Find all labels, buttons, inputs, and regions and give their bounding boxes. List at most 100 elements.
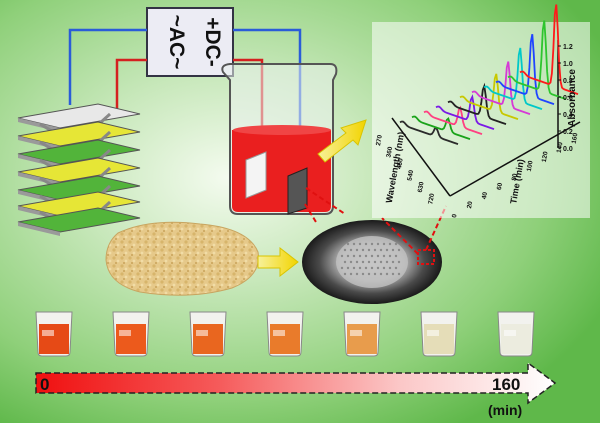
x-tick-label: 360 bbox=[386, 146, 395, 158]
pore-dot bbox=[352, 254, 356, 258]
spectrum-line bbox=[519, 4, 579, 95]
pore-dot bbox=[349, 272, 353, 276]
pore-dot bbox=[343, 260, 347, 264]
beaker-solution bbox=[270, 324, 300, 354]
pore-dot bbox=[373, 248, 377, 252]
beaker-solution bbox=[424, 324, 454, 354]
spectrum-line bbox=[483, 47, 543, 110]
beaker-solution bbox=[193, 324, 223, 354]
pore-dot bbox=[352, 266, 356, 270]
pore-dot bbox=[367, 248, 371, 252]
pore-dot bbox=[373, 272, 377, 276]
pore-dot bbox=[343, 248, 347, 252]
stack-layer-edge bbox=[18, 222, 60, 236]
pore-dot bbox=[388, 266, 392, 270]
timeline-start: 0 bbox=[40, 375, 49, 394]
power-supply: +DC- ~AC~ bbox=[146, 7, 234, 77]
anode-plate bbox=[245, 151, 267, 199]
pore-dot bbox=[355, 248, 359, 252]
layer-stack bbox=[17, 103, 141, 236]
pore-dot bbox=[379, 248, 383, 252]
time-beaker bbox=[497, 311, 535, 357]
y-tick-label: 1.0 bbox=[563, 61, 573, 68]
time-beaker bbox=[343, 311, 381, 357]
pore-dot bbox=[358, 254, 362, 258]
pore-dot bbox=[346, 266, 350, 270]
x-tick-label: 450 bbox=[396, 157, 405, 169]
pore-dot bbox=[385, 272, 389, 276]
z-tick-label: 0 bbox=[451, 213, 459, 218]
z-tick-label: 60 bbox=[496, 182, 504, 191]
pore-dot bbox=[352, 242, 356, 246]
beaker-row bbox=[35, 311, 535, 357]
arrow-to-carbon bbox=[257, 246, 299, 278]
pore-dot bbox=[361, 260, 365, 264]
spectrum-line bbox=[507, 20, 567, 100]
pore-dot bbox=[340, 254, 344, 258]
pore-dot bbox=[340, 266, 344, 270]
beaker-solution bbox=[116, 324, 146, 354]
spectrum-line bbox=[447, 82, 507, 125]
z-tick-label: 160 bbox=[571, 132, 580, 144]
pore-dot bbox=[346, 242, 350, 246]
pore-dot bbox=[397, 260, 401, 264]
timeline-end: 160 bbox=[492, 375, 520, 394]
pore-dot bbox=[388, 254, 392, 258]
z-tick-label: 40 bbox=[481, 191, 489, 200]
wire-ac-red bbox=[115, 58, 147, 112]
absorbance-chart: 0.00.20.40.60.81.01.22703604505406307200… bbox=[372, 4, 590, 218]
z-tick-label: 20 bbox=[466, 200, 474, 209]
z-tick-label: 100 bbox=[526, 160, 535, 172]
spectrum-line bbox=[459, 73, 519, 120]
pore-dot bbox=[349, 260, 353, 264]
spectrum-line bbox=[471, 61, 531, 115]
x-tick-label: 630 bbox=[417, 181, 426, 193]
spectrum-line bbox=[435, 94, 495, 130]
chart-ticks: 0.00.20.40.60.81.01.22703604505406307200… bbox=[375, 44, 579, 218]
y-axis-label: Absorbance bbox=[567, 69, 578, 127]
pore-dot bbox=[370, 266, 374, 270]
time-beaker bbox=[112, 311, 150, 357]
spectrum-line bbox=[495, 34, 555, 105]
chart-axes bbox=[391, 40, 581, 197]
y-tick-label: 0.4 bbox=[563, 112, 573, 119]
y-tick-label: 0.6 bbox=[563, 95, 573, 102]
ac-label: ~AC~ bbox=[165, 15, 188, 70]
pore-dot bbox=[349, 248, 353, 252]
x-tick-label: 270 bbox=[375, 134, 384, 146]
pore-dot bbox=[373, 260, 377, 264]
time-beaker bbox=[266, 311, 304, 357]
stack-layer bbox=[17, 103, 141, 129]
pore-dot bbox=[379, 272, 383, 276]
wavelength-axis bbox=[391, 117, 451, 197]
pore-dot bbox=[343, 272, 347, 276]
z-tick-label: 140 bbox=[556, 141, 565, 153]
pore-dot bbox=[376, 254, 380, 258]
sawdust-precursor bbox=[105, 221, 259, 296]
pore-dot bbox=[361, 272, 365, 276]
pore-dot bbox=[355, 272, 359, 276]
time-beaker bbox=[189, 311, 227, 357]
dc-label: +DC- bbox=[201, 17, 224, 67]
arrow-to-spectra bbox=[317, 119, 367, 163]
beaker-solution bbox=[39, 324, 69, 354]
beaker-solution bbox=[347, 324, 377, 354]
pore-dot bbox=[367, 260, 371, 264]
pore-dot bbox=[376, 266, 380, 270]
spectrum-line bbox=[399, 120, 459, 145]
pore-dot bbox=[382, 242, 386, 246]
pore-dot bbox=[370, 242, 374, 246]
x-tick-label: 720 bbox=[427, 193, 436, 205]
pore-dot bbox=[364, 254, 368, 258]
spectrum-line bbox=[411, 115, 471, 140]
pore-dot bbox=[364, 242, 368, 246]
pore-dot bbox=[394, 242, 398, 246]
pore-dot bbox=[361, 248, 365, 252]
time-beaker bbox=[420, 311, 458, 357]
chart-series bbox=[399, 4, 579, 145]
pore-dot bbox=[367, 272, 371, 276]
pore-dot bbox=[388, 242, 392, 246]
timeline-unit: (min) bbox=[488, 402, 522, 418]
